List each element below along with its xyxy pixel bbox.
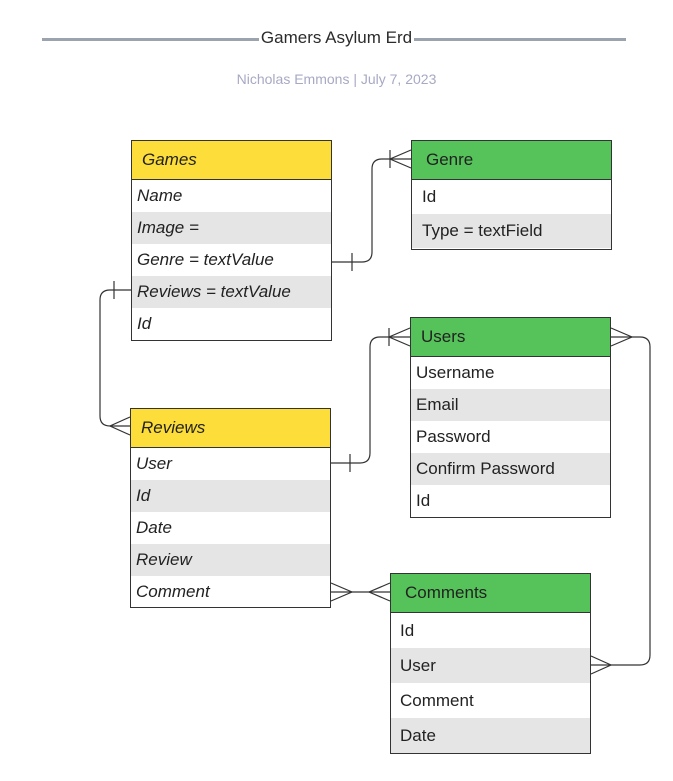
users-field-confirm-password[interactable]: Confirm Password — [411, 453, 610, 485]
users-field-id[interactable]: Id — [416, 491, 431, 510]
entity-comments[interactable]: Comments Id User Comment Date — [390, 573, 591, 754]
entity-users-header[interactable]: Users — [411, 318, 610, 357]
entity-reviews-title: Reviews — [141, 418, 206, 437]
entity-comments-title: Comments — [405, 583, 488, 602]
games-field-name[interactable]: Name — [137, 186, 183, 205]
reviews-field-comment[interactable]: Comment — [136, 582, 210, 601]
crowsfoot-marker — [610, 327, 634, 347]
comments-field-comment[interactable]: Comment — [400, 690, 474, 710]
games-field-reviews[interactable]: Reviews = textValue — [132, 276, 331, 308]
entity-games[interactable]: Games Name Image = Genre = textValue Rev… — [131, 140, 332, 341]
entity-games-header[interactable]: Games — [132, 141, 331, 180]
reviews-field-review[interactable]: Review — [131, 544, 330, 576]
genre-field-id[interactable]: Id — [422, 187, 437, 206]
entity-genre[interactable]: Genre Id Type = textField — [411, 140, 612, 250]
crowsfoot-marker — [590, 655, 613, 675]
connector-games-genre[interactable] — [332, 149, 412, 271]
diagram-subtitle: Nicholas Emmons | July 7, 2023 — [236, 71, 437, 87]
genre-field-type[interactable]: Type = textField — [412, 214, 611, 248]
reviews-field-date[interactable]: Date — [136, 518, 172, 537]
crowsfoot-marker — [330, 582, 354, 602]
entity-genre-header[interactable]: Genre — [412, 141, 611, 180]
reviews-field-user[interactable]: User — [136, 454, 172, 473]
reviews-field-id[interactable]: Id — [131, 480, 330, 512]
connector-games-reviews[interactable] — [99, 281, 131, 436]
users-field-password[interactable]: Password — [416, 427, 491, 446]
users-field-email[interactable]: Email — [411, 389, 610, 421]
entity-games-title: Games — [142, 150, 197, 169]
connector-users-comments[interactable] — [590, 327, 651, 675]
games-field-image[interactable]: Image = — [132, 212, 331, 244]
crowsfoot-marker — [108, 416, 131, 436]
users-field-username[interactable]: Username — [416, 363, 495, 382]
games-field-id[interactable]: Id — [137, 314, 152, 333]
entity-users[interactable]: Users Username Email Password Confirm Pa… — [410, 317, 611, 518]
comments-field-user[interactable]: User — [391, 648, 590, 683]
crowsfoot-marker — [367, 582, 391, 602]
entity-reviews[interactable]: Reviews User Id Date Review Comment — [130, 408, 331, 608]
comments-field-id[interactable]: Id — [400, 620, 415, 640]
entity-users-title: Users — [421, 327, 466, 346]
entity-reviews-header[interactable]: Reviews — [131, 409, 330, 448]
entity-comments-header[interactable]: Comments — [391, 574, 590, 613]
connector-reviews-users[interactable] — [331, 327, 411, 472]
games-field-genre[interactable]: Genre = textValue — [137, 250, 274, 269]
connector-reviews-comments[interactable] — [330, 582, 391, 602]
diagram-title: Gamers Asylum Erd — [258, 28, 415, 47]
entity-genre-title: Genre — [426, 150, 474, 169]
comments-field-date[interactable]: Date — [391, 718, 590, 753]
